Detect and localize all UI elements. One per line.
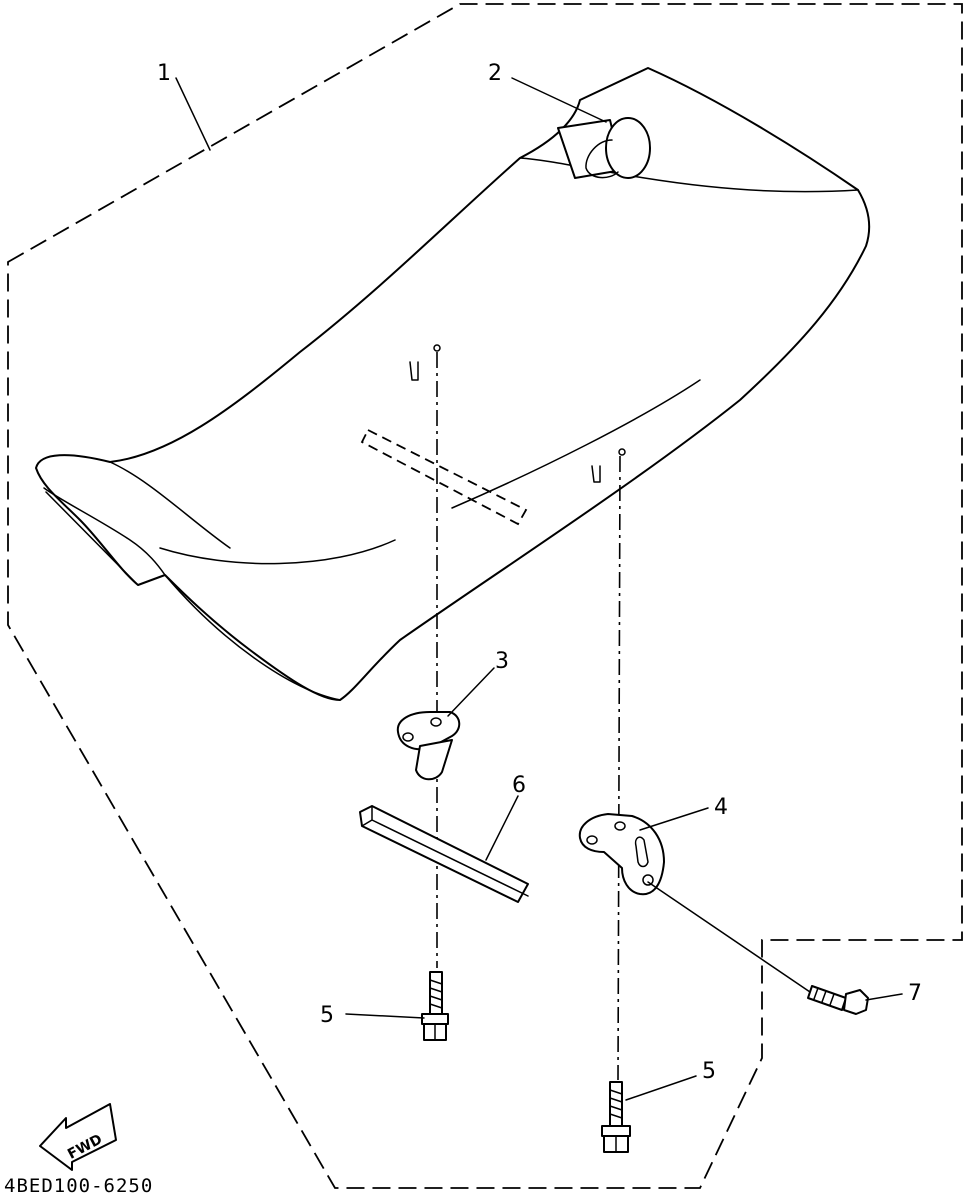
fwd-arrow: FWD [39, 1103, 117, 1171]
callout-2: 2 [488, 61, 502, 86]
bracket-front[interactable] [396, 711, 461, 781]
strap-position-outline [360, 428, 528, 526]
assembly-boundary [7, 3, 963, 1189]
seat-hook-marks [409, 344, 626, 483]
bolt-left[interactable] [421, 971, 449, 1041]
diagram-code: 4BED100-6250 [4, 1175, 153, 1197]
centre-line-right [617, 455, 621, 1081]
strap[interactable] [359, 805, 529, 903]
callout-1: 1 [157, 61, 171, 86]
bracket-rear[interactable] [578, 813, 665, 896]
seat[interactable] [35, 67, 871, 701]
seat-stopper[interactable] [557, 117, 651, 179]
callout-5-left: 5 [320, 1003, 334, 1028]
bolt-side[interactable] [807, 985, 869, 1015]
callout-6: 6 [512, 773, 526, 798]
callout-3: 3 [495, 649, 509, 674]
callout-4: 4 [714, 795, 728, 820]
callout-7: 7 [908, 981, 922, 1006]
leader-lines [175, 77, 903, 1101]
callout-5-right: 5 [702, 1059, 716, 1084]
bolt-right[interactable] [601, 1081, 631, 1153]
